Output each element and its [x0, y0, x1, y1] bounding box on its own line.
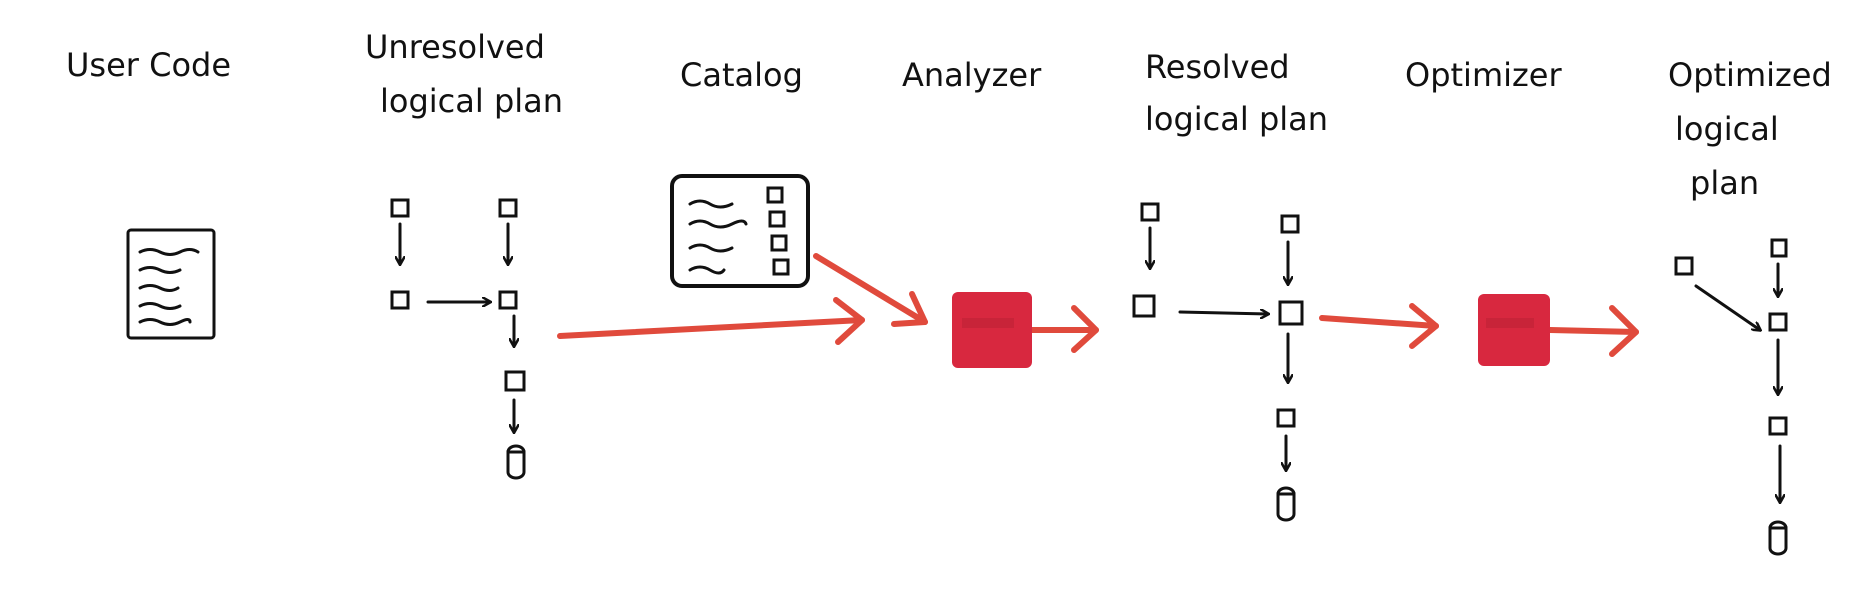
optimizer-box [1478, 294, 1550, 366]
plan-node [498, 198, 518, 218]
arrowhead [1409, 303, 1439, 349]
catalog-icon [670, 174, 810, 288]
arrow-resolved-to-optimizer [1319, 315, 1439, 329]
label-user-code: User Code [66, 46, 231, 84]
plan-node [1768, 416, 1788, 436]
plan-node [1280, 214, 1300, 234]
plan-node [1768, 312, 1788, 332]
arrow-unresolved-to-analyzer [557, 317, 865, 339]
plan-node [504, 370, 526, 392]
label-catalog: Catalog [680, 56, 803, 94]
flow-arrows [557, 253, 1639, 357]
plan-node [1278, 300, 1304, 326]
plan-node [1140, 202, 1160, 222]
plan-node [1770, 238, 1788, 258]
datasource-cylinder-icon [1768, 520, 1788, 556]
datasource-cylinder-icon [506, 444, 526, 480]
label-optimizer: Optimizer [1405, 56, 1562, 94]
label-optimized-line2: logical [1675, 110, 1779, 148]
label-resolved-line1: Resolved [1145, 48, 1290, 86]
plan-node [498, 290, 518, 310]
plan-node [390, 290, 410, 310]
label-analyzer: Analyzer [902, 56, 1042, 94]
arrowhead [1609, 305, 1639, 357]
analyzer-box [952, 292, 1032, 368]
arrowhead [891, 291, 928, 327]
document-icon [126, 228, 216, 340]
plan-node [390, 198, 410, 218]
optimizer-box-shade [1486, 318, 1534, 328]
arrow-catalog-to-analyzer [813, 253, 928, 325]
label-optimized-line1: Optimized [1668, 56, 1832, 94]
plan-node [1674, 256, 1694, 276]
analyzer-box-shade [962, 318, 1014, 328]
optimized-plan-tree [1674, 238, 1788, 556]
label-unresolved-line1: Unresolved [365, 28, 545, 66]
label-optimized-line3: plan [1690, 164, 1759, 202]
datasource-cylinder-icon [1276, 486, 1296, 522]
catalog-table [670, 174, 810, 288]
label-resolved-line2: logical plan [1145, 100, 1328, 138]
arrowhead [1071, 305, 1099, 353]
stage-labels: User Code Unresolved logical plan Catalo… [66, 28, 1832, 202]
arrowhead [833, 297, 865, 345]
plan-node [1276, 408, 1296, 428]
resolved-plan-tree [1132, 202, 1304, 522]
unresolved-plan-tree [390, 198, 526, 480]
plan-node [1132, 294, 1156, 318]
label-unresolved-line2: logical plan [380, 82, 563, 120]
user-code-document [126, 228, 216, 340]
arrow-optimizer-to-optimized [1547, 327, 1639, 335]
